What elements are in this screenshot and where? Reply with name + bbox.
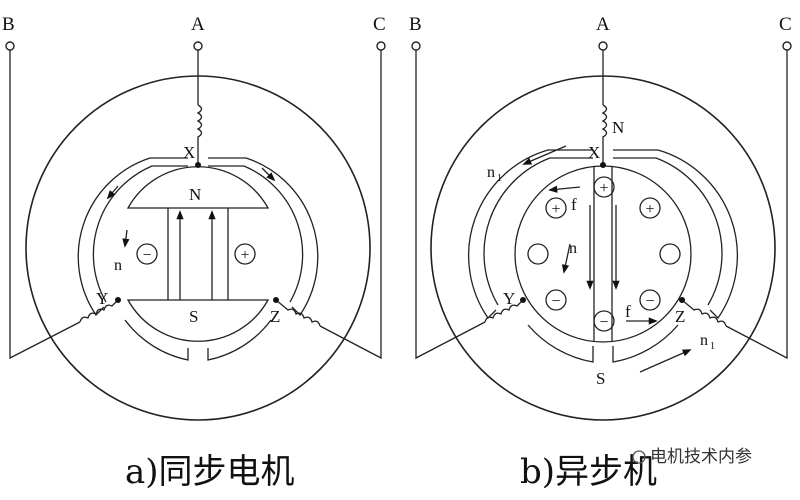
svg-text:X: X	[588, 143, 600, 162]
phase-a-winding-coil-b	[601, 104, 608, 165]
conductor-current-in	[234, 243, 256, 265]
rotor-north-pole-shoe	[126, 166, 270, 209]
terminal-a-label: A	[191, 14, 205, 35]
terminal-a-node	[193, 41, 203, 51]
svg-text:−: −	[551, 293, 560, 310]
terminal-a-label-b: A	[596, 14, 610, 35]
svg-text:−: −	[142, 247, 151, 264]
stator-band-bottom-right	[207, 319, 272, 361]
force-label-bottom: f	[625, 302, 631, 321]
svg-text:1: 1	[497, 173, 502, 184]
phase-a-winding-coil	[196, 104, 203, 165]
phase-z-label: Z	[270, 307, 280, 326]
svg-text:n: n	[487, 164, 495, 181]
svg-text:+: +	[551, 201, 560, 218]
field-rotation-arrow-left	[106, 185, 119, 200]
conductor-current-out	[136, 243, 158, 265]
terminal-c-label: C	[373, 14, 386, 35]
terminal-c-node	[376, 41, 386, 51]
watermark: 电机技术内参	[632, 447, 752, 467]
terminal-b-label-b: B	[409, 14, 422, 35]
svg-text:1: 1	[710, 341, 715, 352]
field-rotation-arrow-right	[261, 167, 276, 182]
wechat-icon	[632, 450, 646, 464]
watermark-text: 电机技术内参	[650, 447, 752, 467]
rotor-speed-label-b: n	[569, 240, 577, 257]
rotor-core	[167, 208, 229, 300]
svg-text:+: +	[240, 247, 249, 264]
rotor-speed-label: n	[114, 257, 122, 274]
rotor-south-pole-shoe	[126, 299, 270, 342]
svg-text:−: −	[645, 293, 654, 310]
caption-synchronous: a)同步电机	[125, 452, 295, 492]
stator-band-left-outer	[77, 157, 188, 317]
svg-text:−: −	[599, 314, 608, 331]
svg-text:Z: Z	[675, 307, 685, 326]
stator-band-bottom-left	[124, 319, 189, 361]
svg-text:Y: Y	[503, 289, 515, 308]
rotor-south-label: S	[189, 307, 198, 326]
svg-text:+: +	[645, 201, 654, 218]
terminal-c-label-b: C	[779, 14, 792, 35]
caption-asynchronous: b)异步机	[520, 452, 657, 492]
rotor-split	[593, 167, 613, 342]
svg-text:n: n	[700, 332, 708, 349]
svg-text:+: +	[599, 180, 608, 197]
stator-outer-circle	[25, 75, 371, 421]
stator-south-label: S	[596, 369, 605, 388]
force-label-top: f	[571, 195, 577, 214]
phase-y-label: Y	[96, 289, 108, 308]
rotor-north-label: N	[189, 185, 201, 204]
terminal-b-node	[5, 41, 15, 51]
phase-c-winding-coil	[275, 299, 321, 327]
asynchronous-machine-figure: B A C N + + + − − −	[409, 14, 792, 421]
terminal-b-label: B	[2, 14, 15, 35]
rotor-speed-arrow	[122, 229, 130, 248]
phase-x-label: X	[183, 143, 195, 162]
synchronous-machine-figure: B A C N S − +	[2, 14, 386, 421]
stator-band-right-outer	[208, 157, 319, 317]
stator-north-label: N	[612, 118, 624, 137]
